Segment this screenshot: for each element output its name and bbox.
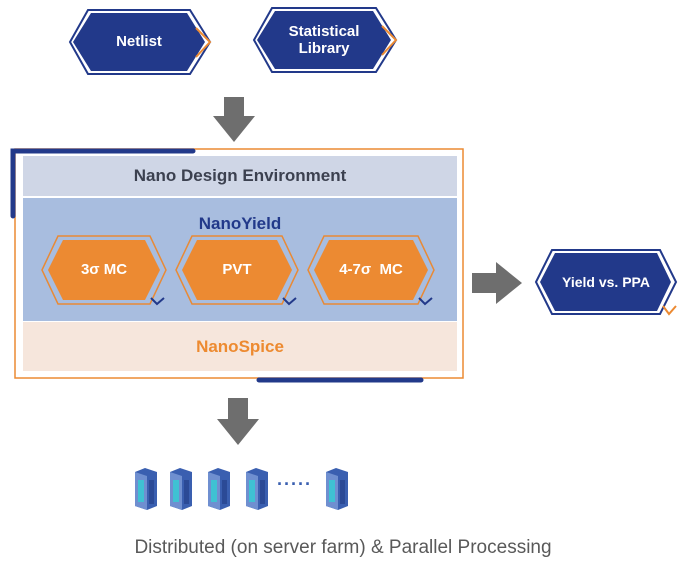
method-hexagon-2 (175, 235, 299, 306)
caption: Distributed (on server farm) & Parallel … (134, 537, 552, 558)
server-icon (170, 468, 192, 510)
environment-frame (14, 148, 464, 379)
method-label-3: 4-7σ MC (339, 261, 403, 279)
design-env-band (23, 156, 457, 196)
server-icon (208, 468, 230, 510)
statistical-library-label: Statistical Library (288, 22, 360, 57)
spice-band (23, 322, 457, 371)
method-label-1: 3σ MC (80, 261, 128, 279)
yield-label: NanoYield (198, 214, 282, 233)
netlist-hexagon (68, 9, 212, 75)
server-icon (135, 468, 157, 510)
server-ellipsis: ····· (277, 474, 312, 494)
output-hexagon (534, 249, 678, 316)
statistical-library-hexagon (252, 7, 398, 73)
server-icon (326, 468, 348, 510)
method-label-2: PVT (222, 261, 252, 279)
server-icon (246, 468, 268, 510)
down-arrow-icon (213, 97, 255, 142)
right-arrow-icon (472, 262, 522, 304)
design-env-label: Nano Design Environment (133, 166, 347, 185)
down-arrow-bottom-icon (217, 398, 259, 445)
frame-accent-top-left (10, 148, 196, 219)
output-label: Yield vs. PPA (562, 273, 650, 290)
spice-label: NanoSpice (196, 336, 284, 356)
method-hexagon-3 (307, 235, 435, 306)
method-hexagon-1 (41, 235, 167, 306)
netlist-label: Netlist (116, 33, 162, 51)
